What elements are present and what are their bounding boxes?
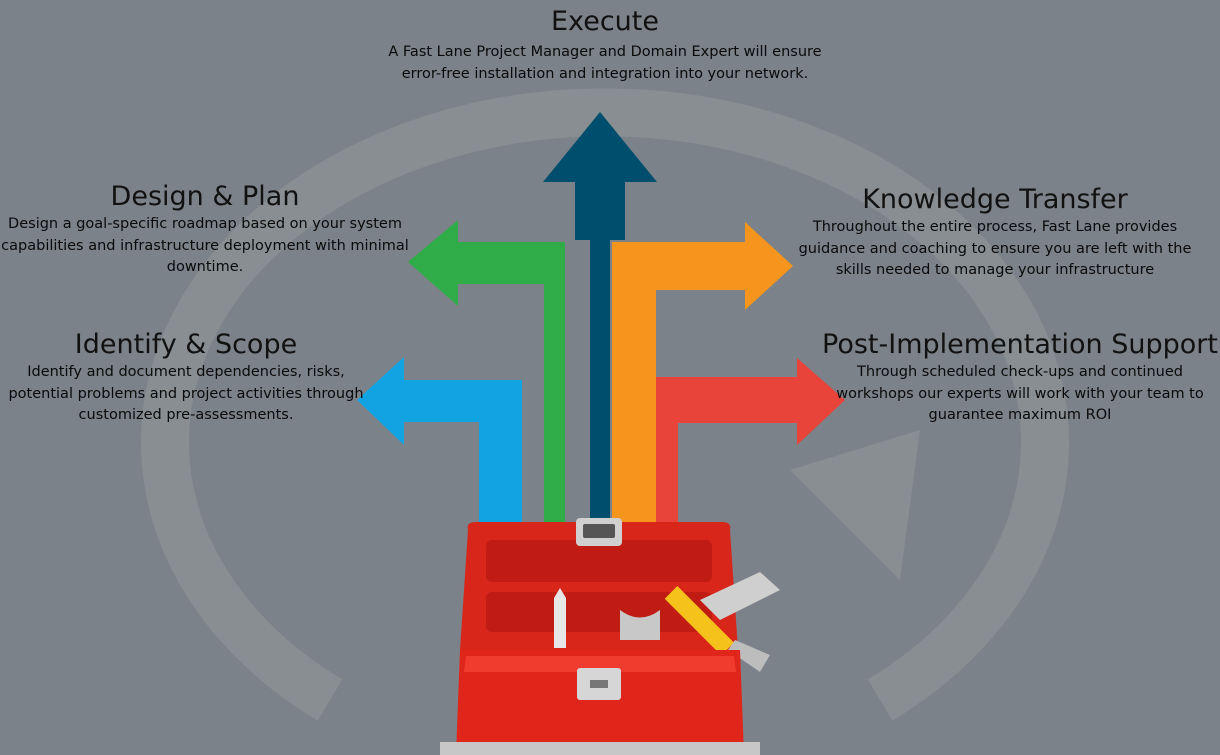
knowledge-arrow [612,222,793,522]
step-design-plan: Design & Plan Design a goal-specific roa… [0,180,410,279]
step-post-implementation-support: Post-Implementation Support Through sche… [820,328,1220,427]
post-arrow [636,358,845,522]
execute-arrow [543,112,657,522]
design-description: Design a goal-specific roadmap based on … [1,216,409,275]
circular-arrow-head [790,430,920,580]
design-title: Design & Plan [110,181,300,212]
execute-title: Execute [551,6,659,37]
step-identify-scope: Identify & Scope Identify and document d… [0,328,372,427]
hammer-icon [664,572,780,672]
post-description: Through scheduled check-ups and continue… [836,364,1204,423]
knowledge-description: Throughout the entire process, Fast Lane… [798,219,1192,278]
wrench-icon [620,610,660,640]
toolbox-icon [440,518,780,755]
post-title: Post-Implementation Support [822,329,1218,360]
step-execute: Execute A Fast Lane Project Manager and … [380,5,830,85]
identify-arrow [357,357,522,522]
knowledge-title: Knowledge Transfer [862,184,1128,215]
identify-title: Identify & Scope [74,329,298,360]
identify-description: Identify and document dependencies, risk… [8,364,364,423]
step-knowledge-transfer: Knowledge Transfer Throughout the entire… [780,183,1210,282]
screwdriver-icon [554,588,566,648]
design-arrow [408,220,565,522]
circular-arrow-icon [141,88,1069,721]
execute-description: A Fast Lane Project Manager and Domain E… [388,44,822,82]
